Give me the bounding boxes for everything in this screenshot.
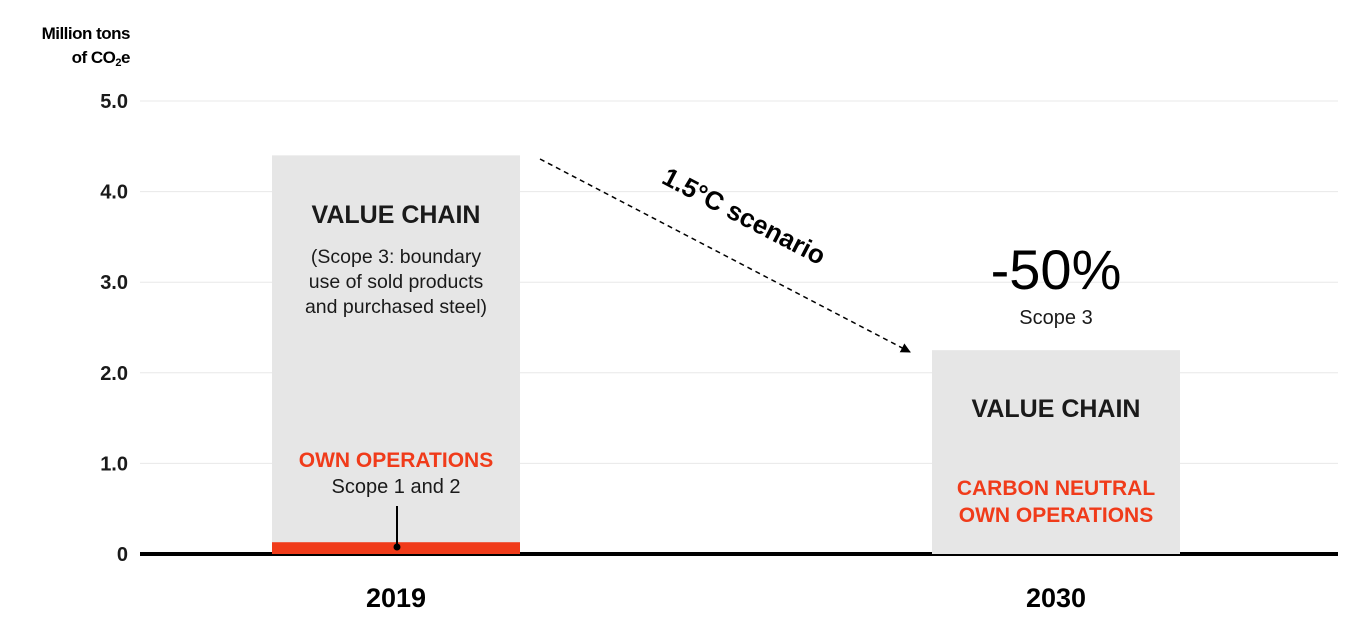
bar-value-chain (932, 350, 1180, 554)
bar-2030-own-label-line: CARBON NEUTRAL (957, 477, 1155, 500)
y-tick-label: 3.0 (100, 272, 128, 294)
bar-2019-own-sublabel: Scope 1 and 2 (332, 476, 461, 498)
bar-2019-title: VALUE CHAIN (312, 201, 481, 229)
leader-dot (393, 543, 401, 551)
bar-2019-desc-line: use of sold products (309, 271, 484, 293)
y-tick-label: 2.0 (100, 363, 128, 385)
bar-2019-desc-line: (Scope 3: boundary (311, 246, 481, 268)
scenario-label: 1.5°C scenario (658, 161, 831, 270)
reduction-scope: Scope 3 (1019, 307, 1092, 329)
scenario-arrow (539, 158, 911, 353)
y-tick-label: 1.0 (100, 453, 128, 475)
bar-2019-own-label: OWN OPERATIONS (299, 449, 493, 472)
bar-value-chain (272, 155, 520, 555)
y-tick-label: 5.0 (100, 91, 128, 113)
x-tick-label: 2019 (366, 583, 426, 613)
y-axis-label: Million tons of CO2e (10, 22, 131, 70)
bar-2019-desc-line: and purchased steel) (305, 296, 487, 318)
reduction-percent: -50% (991, 238, 1122, 301)
y-tick-label: 0 (117, 544, 128, 566)
y-tick-label: 4.0 (100, 182, 128, 204)
bar-2030-own-label-line: OWN OPERATIONS (959, 504, 1153, 527)
y-axis-label-line2: of CO2e (71, 48, 131, 69)
x-tick-label: 2030 (1026, 583, 1086, 613)
y-axis-label-line1: Million tons (41, 24, 131, 43)
bar-2030-title: VALUE CHAIN (972, 395, 1141, 423)
